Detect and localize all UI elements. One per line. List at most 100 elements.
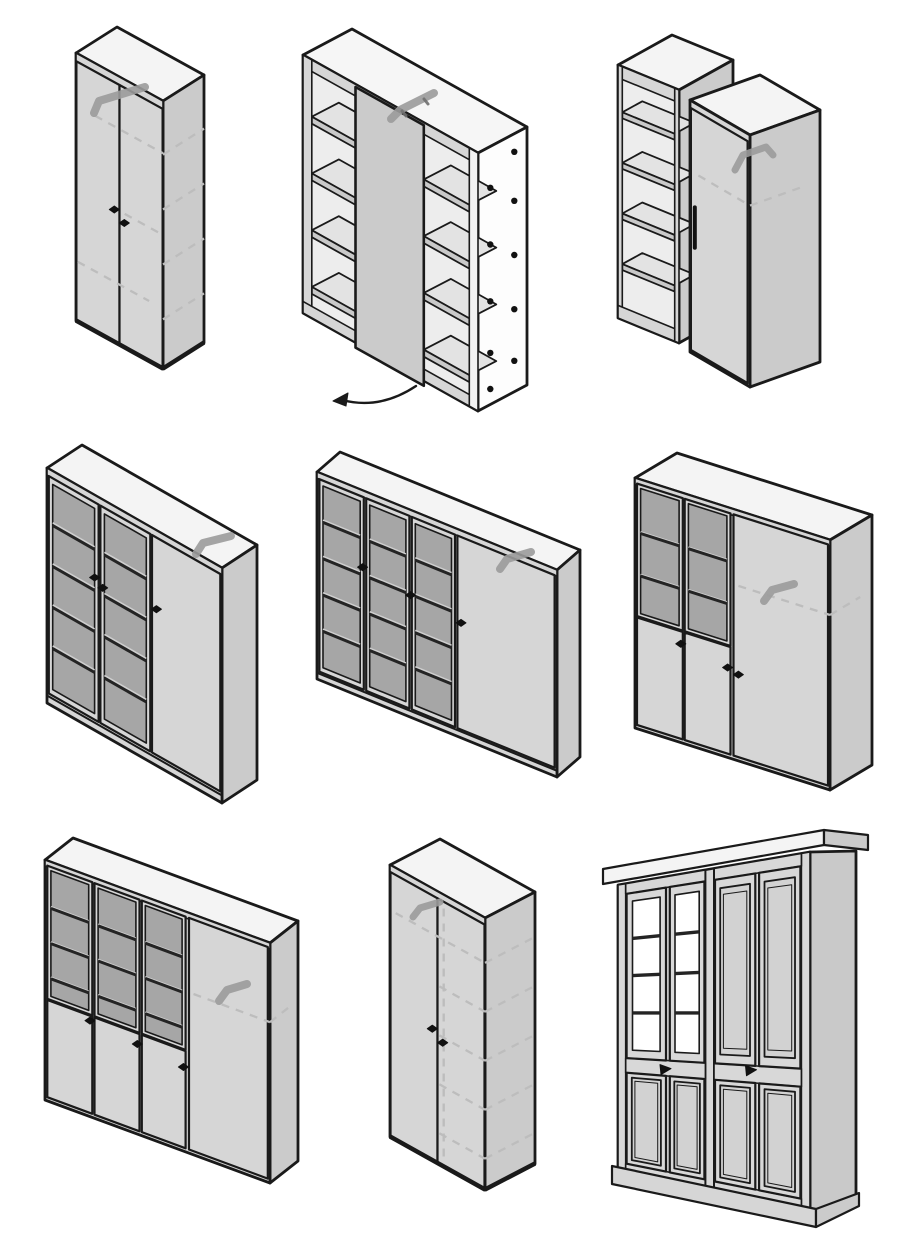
door-handle-icon [357, 563, 369, 572]
face-side [483, 890, 537, 1192]
glass-pane [103, 513, 148, 744]
panel-inset [719, 882, 751, 1057]
figure-open-shelf-frame-with-sliding-panel [301, 27, 529, 413]
shelf-top-line [414, 629, 452, 647]
figure-tall-two-door-wardrobe [74, 25, 206, 371]
edge-line [483, 1161, 537, 1192]
panel-inset [763, 876, 796, 1060]
clothes-rail-icon [400, 109, 408, 118]
shelf-top-line [322, 555, 361, 573]
shelf-line [687, 589, 728, 605]
shelf-line [414, 667, 453, 686]
shelf-line [322, 521, 361, 539]
shelf-line [144, 976, 183, 994]
glass-pane [687, 502, 728, 642]
door-handle-icon [455, 618, 467, 627]
shelf-top-line [369, 538, 407, 555]
panel-inset-line [767, 884, 793, 1052]
mullion-bar [674, 930, 700, 936]
panel-inset [673, 1080, 701, 1175]
clothes-rail-icon [409, 898, 444, 921]
shelf-top-line [50, 976, 89, 992]
mullion-bar [632, 934, 661, 941]
shelf-top-line [52, 522, 95, 548]
screw-hole-dot [511, 357, 518, 364]
face-side [555, 548, 582, 779]
screw-hole-dot [511, 306, 518, 313]
shelf-top-line [97, 993, 137, 1010]
panel-inset [763, 1088, 796, 1193]
shelf-top-line [369, 574, 407, 592]
door-handle-icon [722, 663, 734, 672]
shelf-line [369, 649, 407, 667]
frame-band [468, 147, 479, 412]
edge-line [46, 694, 223, 797]
panel-inset-line [722, 1088, 748, 1180]
shelf-line [144, 1012, 183, 1029]
door-handle-icon [150, 605, 162, 614]
edge-line [316, 671, 558, 772]
shelf-line [50, 906, 90, 924]
shelf-top-line [145, 940, 183, 956]
face-side [220, 543, 259, 805]
classic-four-door-wardrobe-with-cornice-box [616, 849, 858, 1219]
edge-line [161, 340, 206, 371]
door-handle-icon [89, 573, 101, 582]
plinth [814, 1191, 861, 1229]
dashed-guide-line [124, 212, 164, 237]
glass-pane [639, 487, 680, 627]
shelf-line [369, 540, 407, 558]
screw-hole-dot [487, 241, 494, 248]
door-handle-icon [177, 1063, 189, 1071]
door-handle-icon [426, 1024, 438, 1033]
frame-band [302, 54, 313, 319]
face-side [268, 919, 300, 1185]
shelf-line [369, 612, 407, 631]
shelf-line [103, 635, 148, 663]
glass-pane [414, 522, 453, 722]
door-handle-icon [131, 1040, 143, 1048]
door-handle-icon [437, 1038, 449, 1047]
shelf-top-line [414, 557, 452, 574]
shelf-top-line [640, 573, 680, 588]
open-shelf-frame-with-sliding-panel-box [301, 27, 529, 413]
frame-band [800, 851, 811, 1218]
dashed-guide-line [484, 1082, 536, 1111]
panel-inset-line [722, 890, 748, 1050]
door-handle-icon [659, 1064, 672, 1076]
frame-band [354, 85, 426, 388]
dashed-guide-line [77, 260, 150, 303]
screw-hole-dot [487, 298, 494, 305]
screw-hole-dot [487, 184, 494, 191]
shelf-top-line [97, 923, 137, 939]
edge-line [388, 1134, 487, 1192]
clothes-rail-icon [496, 548, 535, 573]
shelf-top-line [322, 628, 361, 646]
shelf-top-line [52, 563, 95, 589]
wardrobe-three-glass-doors-one-solid-door-box [315, 450, 582, 779]
shelf-line [51, 647, 96, 674]
clothes-rail-icon [422, 97, 430, 106]
glass-pane [50, 869, 90, 1012]
frame-band [617, 64, 624, 321]
shelf-top-line [145, 1011, 183, 1027]
screw-hole-dot [511, 251, 518, 259]
door-handle-icon [97, 583, 109, 592]
tall-two-door-wardrobe-box [74, 25, 206, 371]
shelf-line [414, 595, 453, 613]
clothes-rail-icon [90, 83, 149, 117]
open-shelf-frame-with-single-door-wardrobe-box [688, 73, 822, 389]
shelf-top-line [50, 906, 89, 922]
wardrobe-two-glass-combo-doors-one-solid-door-box [633, 451, 874, 792]
door-handle-icon [405, 591, 417, 600]
shelf-line [322, 593, 361, 612]
shelf-top-line [52, 604, 95, 630]
clothes-rail-icon [760, 580, 798, 605]
door-solid [456, 534, 556, 769]
door-solid [93, 1016, 141, 1133]
shelf-top-line [369, 611, 407, 628]
shelf-top-line [322, 519, 361, 537]
clothes-rail-icon [192, 532, 235, 558]
door-solid [118, 83, 164, 369]
